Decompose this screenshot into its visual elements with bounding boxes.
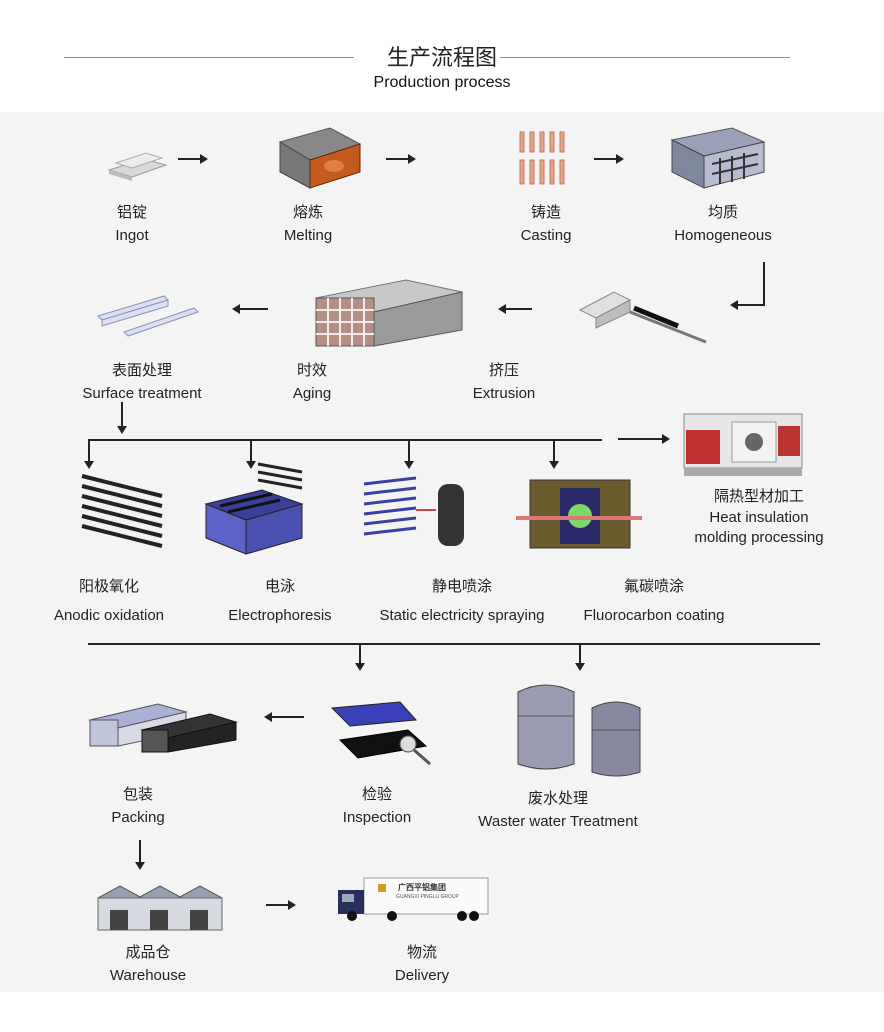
inspection-icon — [330, 701, 431, 766]
homogeneous-en: Homogeneous — [674, 227, 772, 244]
label-casting: 铸造 Casting — [496, 202, 596, 246]
branch-to-static — [404, 439, 414, 469]
anodic-zh: 阳极氧化 — [78, 577, 139, 595]
electrophoresis-en: Electrophoresis — [228, 607, 332, 624]
label-packing: 包装 Packing — [88, 784, 188, 828]
furnace-icon — [278, 127, 362, 189]
arrow-warehouse-to-delivery — [266, 900, 296, 910]
extrusion-zh: 挤压 — [488, 361, 519, 379]
delivery-truck-icon — [338, 877, 489, 921]
ingot-en: Ingot — [115, 227, 149, 244]
label-heat-insulation: 隔热型材加工 Heat insulation molding processin… — [664, 486, 854, 548]
packing-en: Packing — [111, 809, 165, 826]
delivery-zh: 物流 — [406, 943, 437, 961]
diagram-panel — [0, 112, 884, 992]
page-subtitle: Production process — [373, 74, 511, 91]
truck-brand-zh: 广西平铝集团 — [398, 883, 446, 892]
anodic-en: Anodic oxidation — [53, 607, 165, 624]
arrow-melting-to-casting — [386, 154, 416, 164]
arrow-to-inspection — [355, 643, 365, 671]
delivery-en: Delivery — [394, 967, 450, 984]
homogenizing-furnace-icon — [670, 127, 766, 189]
arrow-to-heat-insulation — [618, 434, 670, 444]
warehouse-en: Warehouse — [109, 967, 187, 984]
packing-zh: 包装 — [122, 785, 153, 803]
warehouse-zh: 成品仓 — [125, 943, 171, 961]
arrow-casting-to-homogeneous — [594, 154, 624, 164]
title-line-right — [500, 57, 790, 58]
waste-zh: 废水处理 — [527, 789, 588, 807]
heat-insulation-en2: molding processing — [694, 529, 824, 546]
branch-bus-1 — [88, 439, 602, 441]
label-warehouse: 成品仓 Warehouse — [92, 942, 204, 986]
fluorocarbon-en: Fluorocarbon coating — [583, 607, 725, 624]
truck-brand-en: GUANGXI PINGLU GROUP — [396, 894, 459, 900]
label-homogeneous: 均质 Homogeneous — [658, 202, 788, 246]
waste-water-tanks-icon — [517, 684, 641, 777]
melting-zh: 熔炼 — [292, 203, 323, 221]
label-ingot: 铝锭 Ingot — [82, 202, 182, 246]
label-anodic: 阳极氧化 Anodic oxidation — [44, 576, 174, 626]
surface-profile-icon — [97, 295, 199, 337]
aging-zh: 时效 — [296, 361, 327, 379]
label-electrophoresis: 电泳 Electrophoresis — [210, 576, 350, 626]
static-zh: 静电喷涂 — [431, 577, 492, 595]
inspection-en: Inspection — [342, 809, 412, 826]
branch-to-electrophoresis — [246, 439, 256, 469]
branch-to-anodic — [84, 439, 94, 469]
aging-furnace-icon — [315, 279, 463, 347]
label-fluorocarbon: 氟碳喷涂 Fluorocarbon coating — [566, 576, 742, 626]
extrusion-press-icon — [578, 291, 707, 344]
arrow-inspection-to-packing — [264, 712, 304, 722]
arrow-ingot-to-melting — [178, 154, 208, 164]
electrophoresis-tank-icon — [204, 462, 304, 555]
label-waste: 废水处理 Waster water Treatment — [460, 788, 656, 832]
arrow-packing-to-warehouse — [135, 840, 145, 870]
branch-bus-2 — [88, 643, 820, 645]
anodic-profiles-icon — [81, 474, 163, 548]
ingot-icon — [107, 152, 168, 181]
connector-homogeneous-down — [763, 262, 765, 306]
electrophoresis-zh: 电泳 — [264, 577, 295, 595]
arrow-to-waste — [575, 643, 585, 671]
title-line-left — [64, 57, 354, 58]
arrow-to-extrusion — [730, 300, 765, 310]
fluorocarbon-booth-icon — [516, 479, 642, 549]
heat-insulation-machine-icon — [683, 413, 803, 476]
heat-insulation-zh: 隔热型材加工 — [713, 487, 804, 505]
waste-en: Waster water Treatment — [478, 813, 638, 830]
label-static: 静电喷涂 Static electricity spraying — [362, 576, 562, 626]
casting-en: Casting — [520, 227, 572, 244]
static-en: Static electricity spraying — [379, 607, 545, 624]
label-aging: 时效 Aging — [262, 360, 362, 404]
aging-en: Aging — [292, 385, 332, 402]
casting-icon — [519, 131, 565, 185]
label-surface: 表面处理 Surface treatment — [64, 360, 220, 404]
branch-to-fluorocarbon — [549, 439, 559, 469]
casting-zh: 铸造 — [530, 203, 561, 221]
extrusion-en: Extrusion — [472, 385, 536, 402]
inspection-zh: 检验 — [361, 785, 392, 803]
page-title: 生产流程图 — [386, 46, 497, 71]
label-inspection: 检验 Inspection — [322, 784, 432, 828]
warehouse-icon — [97, 885, 223, 931]
arrow-extrusion-to-aging — [498, 304, 532, 314]
label-extrusion: 挤压 Extrusion — [454, 360, 554, 404]
ingot-zh: 铝锭 — [116, 203, 147, 221]
label-delivery: 物流 Delivery — [372, 942, 472, 986]
static-spraying-icon — [363, 476, 464, 546]
fluorocarbon-zh: 氟碳喷涂 — [623, 577, 684, 595]
homogeneous-zh: 均质 — [707, 203, 738, 221]
label-melting: 熔炼 Melting — [258, 202, 358, 246]
arrow-surface-down — [117, 402, 127, 434]
surface-zh: 表面处理 — [111, 361, 172, 379]
packing-bundles-icon — [88, 703, 238, 753]
surface-en: Surface treatment — [82, 385, 202, 402]
arrow-aging-to-surface — [232, 304, 268, 314]
heat-insulation-en1: Heat insulation — [709, 509, 809, 526]
melting-en: Melting — [283, 227, 333, 244]
